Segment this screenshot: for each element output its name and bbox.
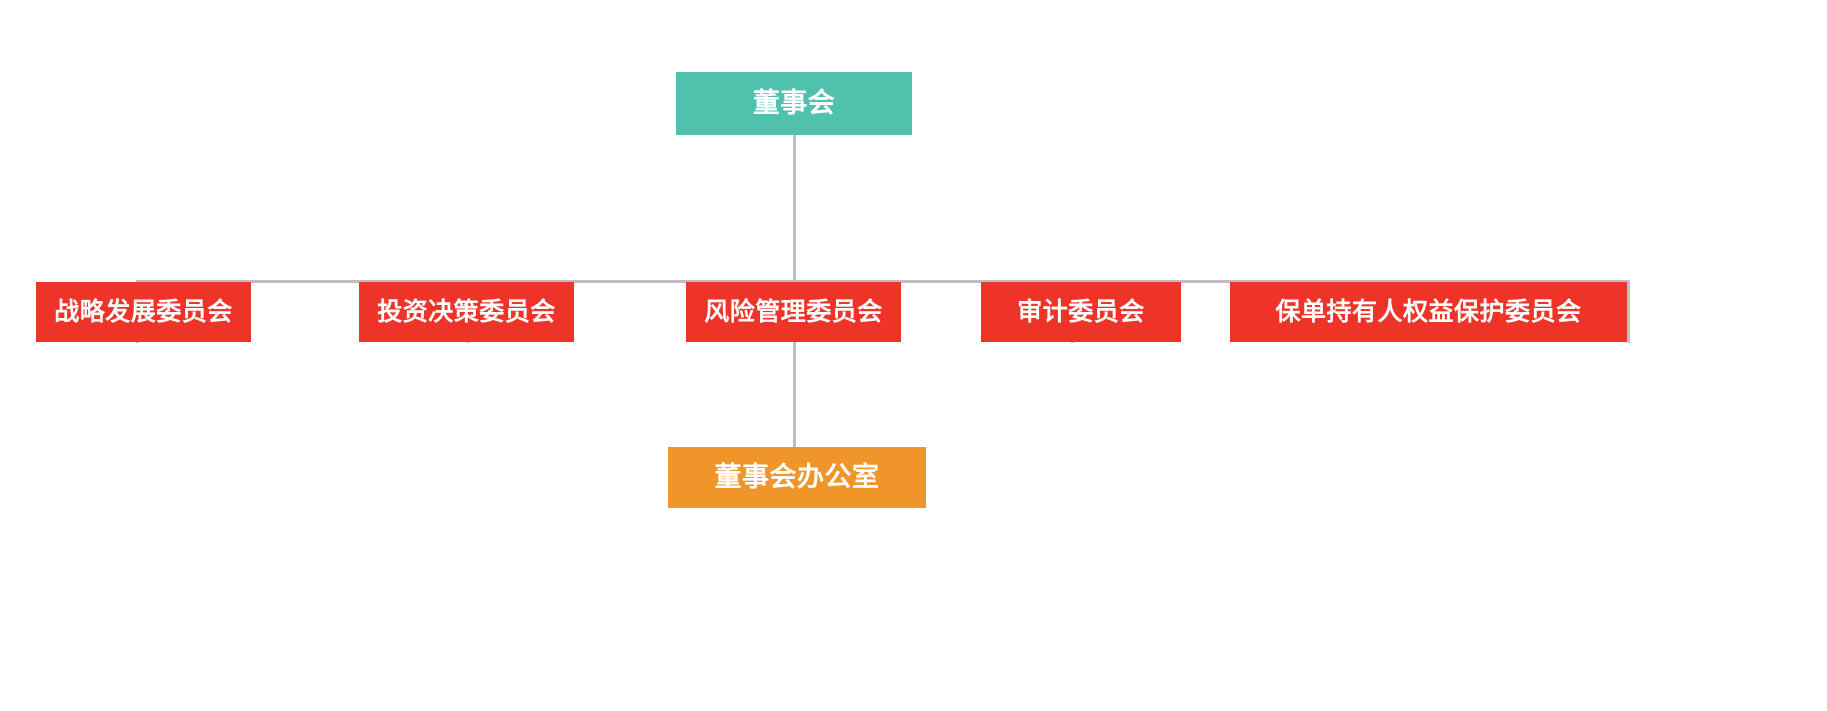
node-risk-management-committee[interactable]: 风险管理委员会 [686,282,901,342]
connector-root-stem [793,135,796,283]
node-investment-decision-committee[interactable]: 投资决策委员会 [359,282,574,342]
node-policyholder-rights-protection-committee[interactable]: 保单持有人权益保护委员会 [1230,282,1627,342]
node-label-audit-committee: 审计委员会 [1017,297,1145,326]
node-label-strategic-development-committee: 战略发展委员会 [54,297,233,326]
connector-office-stem [793,342,796,452]
node-audit-committee[interactable]: 审计委员会 [981,282,1181,342]
connector-horizontal-bus [136,280,1630,283]
connector-drop-committee-5 [1627,280,1630,343]
node-label-risk-management-committee: 风险管理委员会 [704,297,883,326]
node-label-board-of-directors: 董事会 [752,88,836,118]
node-label-policyholder-rights-protection-committee: 保单持有人权益保护委员会 [1275,297,1582,326]
node-strategic-development-committee[interactable]: 战略发展委员会 [36,282,251,342]
node-board-office[interactable]: 董事会办公室 [668,447,926,508]
node-label-board-office: 董事会办公室 [714,462,880,492]
node-label-investment-decision-committee: 投资决策委员会 [377,297,556,326]
node-board-of-directors[interactable]: 董事会 [676,72,912,135]
